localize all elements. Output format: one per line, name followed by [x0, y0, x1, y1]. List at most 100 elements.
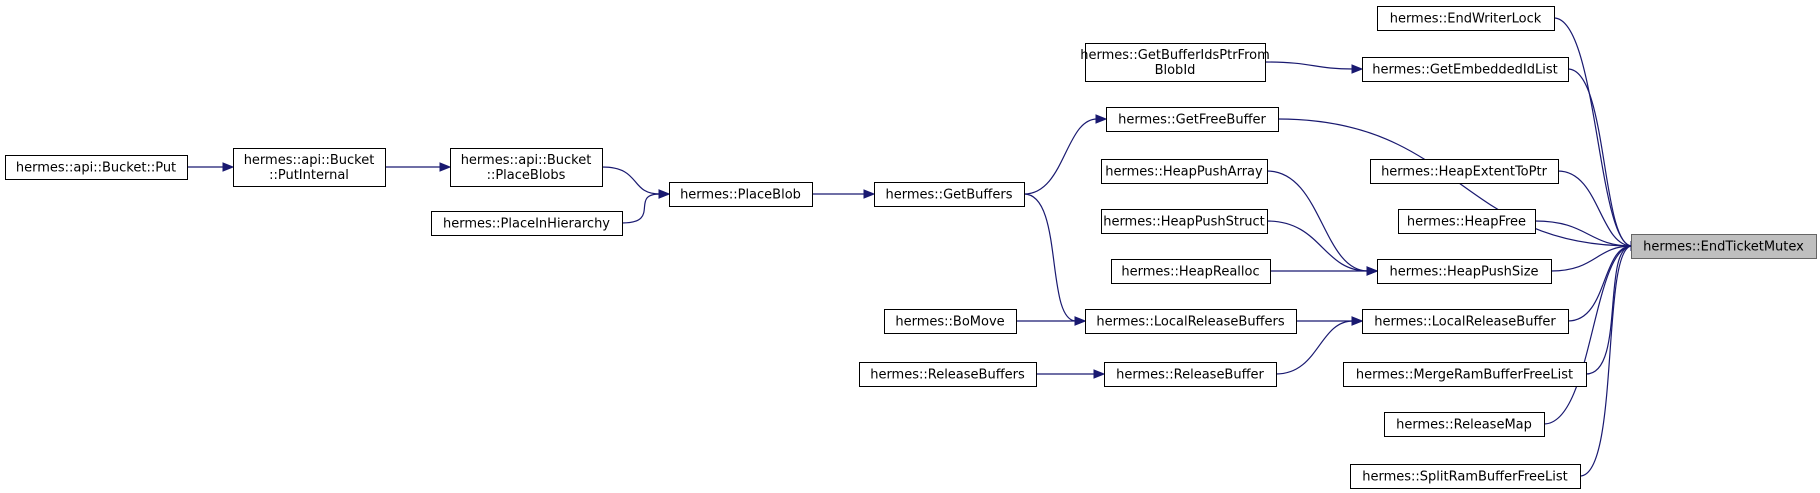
node-endticketmutex[interactable]: hermes::EndTicketMutex: [1631, 234, 1817, 259]
edge-splitrambufferfreelist-to-endticketmutex: [1579, 241, 1643, 477]
edge-getbuffers-to-localreleasebuffers: [1023, 193, 1087, 326]
node-releasebuffer[interactable]: hermes::ReleaseBuffer: [1104, 362, 1277, 387]
node-label: hermes::ReleaseMap: [1396, 418, 1532, 433]
node-label: hermes::HeapPushArray: [1105, 165, 1263, 180]
node-heaprealloc[interactable]: hermes::HeapRealloc: [1111, 259, 1271, 284]
edge-heappushstruct-to-heappushsize: [1266, 220, 1379, 276]
edge-line: [1567, 68, 1633, 247]
node-box: [884, 309, 1017, 334]
node-releasebuffers[interactable]: hermes::ReleaseBuffers: [859, 362, 1037, 387]
node-label: hermes::HeapRealloc: [1121, 265, 1259, 280]
edge-arrowhead: [1095, 114, 1108, 124]
edge-line: [1543, 245, 1633, 425]
edge-line: [1264, 61, 1354, 70]
node-label: hermes::MergeRamBufferFreeList: [1356, 368, 1573, 383]
edge-releasebuffer-to-localreleasebuffer: [1275, 316, 1364, 375]
node-box: [1384, 412, 1545, 437]
edge-arrowhead: [1366, 266, 1379, 276]
node-releasemap[interactable]: hermes::ReleaseMap: [1384, 412, 1545, 437]
node-label: hermes::GetEmbeddedIdList: [1372, 63, 1557, 78]
edge-placeinhierarchy-to-placeblob: [621, 189, 671, 224]
node-placeblob[interactable]: hermes::PlaceBlob: [669, 182, 813, 207]
edge-heapfree-to-endticketmutex: [1534, 220, 1643, 251]
edge-line: [1557, 170, 1633, 247]
edge-line: [1585, 245, 1633, 375]
node-placeinhierarchy[interactable]: hermes::PlaceInHierarchy: [431, 211, 623, 236]
node-getfreebuffer[interactable]: hermes::GetFreeBuffer: [1106, 107, 1279, 132]
node-box: [1101, 159, 1268, 184]
edge-line: [1023, 193, 1077, 322]
node-box: [859, 362, 1037, 387]
node-label: hermes::GetBuffers: [886, 188, 1013, 203]
node-placeblobs[interactable]: hermes::api::Bucket::PlaceBlobs: [450, 148, 603, 187]
edge-arrowhead: [1351, 64, 1364, 74]
edge-getembeddedidlist-to-endticketmutex: [1567, 68, 1643, 251]
edge-getbufferidsptrfromblobid-to-getembeddedidlist: [1264, 61, 1364, 74]
node-label: hermes::ReleaseBuffers: [870, 368, 1025, 383]
node-box: [874, 182, 1025, 207]
node-label: hermes::api::Bucket: [244, 153, 375, 168]
node-heapextenttoptr[interactable]: hermes::HeapExtentToPtr: [1370, 159, 1559, 184]
edge-localreleasebuffer-to-endticketmutex: [1567, 241, 1643, 322]
edge-getbuffers-to-getfreebuffer: [1023, 114, 1108, 195]
node-label: hermes::HeapPushSize: [1389, 265, 1538, 280]
edge-arrowhead: [222, 162, 235, 172]
node-endwriterlock[interactable]: hermes::EndWriterLock: [1377, 6, 1555, 31]
node-label: hermes::HeapFree: [1407, 215, 1526, 230]
edge-bomove-to-localreleasebuffers: [1016, 316, 1087, 326]
node-box: [1111, 259, 1271, 284]
node-box: [1343, 362, 1587, 387]
node-heappushsize[interactable]: hermes::HeapPushSize: [1377, 259, 1552, 284]
node-label: hermes::LocalReleaseBuffers: [1096, 315, 1284, 330]
node-box: [1377, 6, 1555, 31]
node-mergerambufferfreelist[interactable]: hermes::MergeRamBufferFreeList: [1343, 362, 1587, 387]
edge-bucketput-to-putinternal: [187, 162, 235, 172]
node-box: [233, 148, 386, 187]
node-getbuffers[interactable]: hermes::GetBuffers: [874, 182, 1025, 207]
node-label: hermes::BoMove: [895, 315, 1004, 330]
node-label: hermes::EndTicketMutex: [1643, 240, 1804, 255]
node-box: [1106, 107, 1279, 132]
node-splitrambufferfreelist[interactable]: hermes::SplitRamBufferFreeList: [1350, 464, 1581, 489]
edge-line: [1550, 245, 1633, 272]
node-putinternal[interactable]: hermes::api::Bucket::PutInternal: [233, 148, 386, 187]
node-box: [1085, 43, 1266, 82]
node-heapfree[interactable]: hermes::HeapFree: [1398, 209, 1536, 234]
node-label: hermes::PlaceBlob: [680, 188, 801, 203]
node-box: [1362, 57, 1569, 82]
node-label: ::PlaceBlobs: [487, 168, 566, 183]
edge-arrowhead: [1093, 369, 1106, 379]
edge-releasebuffers-to-releasebuffer: [1035, 369, 1106, 379]
edge-line: [1023, 118, 1098, 195]
edge-arrowhead: [1074, 316, 1087, 326]
node-bucketput[interactable]: hermes::api::Bucket::Put: [5, 155, 188, 180]
node-label: hermes::HeapExtentToPtr: [1381, 165, 1548, 180]
edge-line: [1275, 320, 1354, 375]
node-box: [5, 155, 188, 180]
node-box: [1085, 309, 1297, 334]
edge-line: [1534, 220, 1633, 247]
node-localreleasebuffer[interactable]: hermes::LocalReleaseBuffer: [1362, 309, 1569, 334]
node-label: hermes::api::Bucket: [461, 153, 592, 168]
node-localreleasebuffers[interactable]: hermes::LocalReleaseBuffers: [1085, 309, 1297, 334]
node-box: [1101, 209, 1268, 234]
nodes-layer: hermes::EndTicketMutex hermes::EndWriterL…: [5, 6, 1817, 489]
edge-line: [1266, 220, 1369, 272]
node-label: ::PutInternal: [269, 168, 349, 183]
node-box: [1362, 309, 1569, 334]
edge-line: [601, 166, 661, 195]
node-box: [1370, 159, 1559, 184]
node-heappusharray[interactable]: hermes::HeapPushArray: [1101, 159, 1268, 184]
node-label: hermes::GetBufferIdsPtrFrom: [1080, 48, 1270, 63]
node-getembeddedidlist[interactable]: hermes::GetEmbeddedIdList: [1362, 57, 1569, 82]
node-box: [669, 182, 813, 207]
edge-heaprealloc-to-heappushsize: [1269, 266, 1379, 276]
edge-arrowhead: [658, 189, 671, 199]
edge-arrowhead: [439, 162, 452, 172]
node-box: [1104, 362, 1277, 387]
node-heappushstruct[interactable]: hermes::HeapPushStruct: [1101, 209, 1268, 234]
node-label: hermes::SplitRamBufferFreeList: [1362, 470, 1568, 485]
node-bomove[interactable]: hermes::BoMove: [884, 309, 1017, 334]
